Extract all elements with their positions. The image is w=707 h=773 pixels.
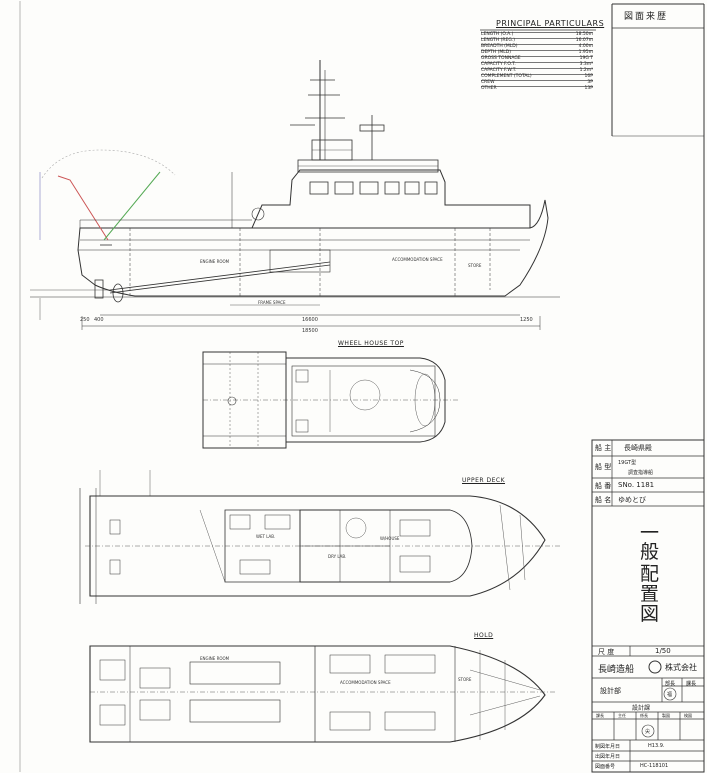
name-value: ゆめとび bbox=[618, 496, 646, 504]
particulars-value: 3.3m³ bbox=[579, 62, 593, 67]
upper-deck-view bbox=[79, 470, 560, 604]
section-role-2: 主任 bbox=[618, 713, 626, 718]
particulars-value: 13P bbox=[584, 86, 593, 91]
label-hold-store: STORE bbox=[458, 677, 472, 682]
principal-particulars-title: PRINCIPAL PARTICULARS bbox=[496, 19, 605, 28]
particulars-label: BREADTH (MLD) bbox=[481, 44, 518, 49]
drawing-no: HC-118101 bbox=[640, 763, 669, 769]
particulars-value: 4.00m bbox=[578, 44, 593, 49]
section-role-3: 係長 bbox=[640, 713, 648, 718]
particulars-row: BREADTH (MLD) 4.00m bbox=[481, 44, 593, 49]
particulars-label: COMPLEMENT (TOTAL) bbox=[481, 74, 532, 79]
drawing-title-char-2: 般 bbox=[640, 541, 660, 563]
dept-role-2: 課長 bbox=[686, 681, 697, 687]
particulars-label: LENGTH (REG.) bbox=[481, 38, 516, 43]
drawing-title-char-3: 配 bbox=[640, 563, 660, 585]
dept-role-1: 部長 bbox=[665, 681, 676, 687]
section-role-4: 製図 bbox=[662, 713, 670, 718]
type-label: 船 型 bbox=[595, 463, 612, 471]
scale-value: 1/50 bbox=[655, 647, 671, 655]
particulars-row: LENGTH (O.A.) 18.50m bbox=[481, 32, 593, 37]
particulars-value: 18.50m bbox=[575, 32, 593, 37]
particulars-value: 16.07m bbox=[575, 38, 593, 43]
section-role-5: 検図 bbox=[684, 713, 692, 718]
scale-label: 尺 度 bbox=[598, 648, 615, 656]
type-value-2: 調査指導船 bbox=[628, 470, 654, 476]
dept-stamp: 福 bbox=[667, 692, 673, 698]
label-hold-engine-room: ENGINE ROOM bbox=[200, 656, 230, 661]
type-value-1: 19GT型 bbox=[618, 460, 637, 466]
particulars-value: 3P bbox=[587, 80, 593, 85]
dim-reg: 16600 bbox=[302, 317, 318, 323]
title-block bbox=[591, 439, 705, 773]
date-value: H13.9. bbox=[648, 743, 665, 749]
issue-date-label: 出図年月日 bbox=[595, 754, 621, 760]
label-dry-lab: DRY LAB. bbox=[328, 554, 347, 559]
section-stamp: 尖 bbox=[645, 729, 651, 735]
dim-fwd: 1250 bbox=[520, 317, 533, 323]
particulars-value: 1.95m bbox=[578, 50, 593, 55]
particulars-row: OTHER 13P bbox=[481, 86, 593, 91]
dim-aft2: 250 bbox=[80, 317, 90, 323]
particulars-row: DEPTH (MLD) 1.95m bbox=[481, 50, 593, 55]
dept-name: 設計部 bbox=[600, 687, 621, 695]
label-hold-accommodation: ACCOMMODATION SPACE bbox=[340, 680, 391, 685]
particulars-value: 19G T bbox=[579, 56, 593, 61]
drawing-title-char-1: 一 bbox=[640, 522, 660, 544]
label-w-house: W/HOUSE bbox=[380, 536, 400, 541]
number-label: 船 番 bbox=[595, 482, 612, 490]
particulars-row: CAPACITY F.O.T. 3.3m³ bbox=[481, 62, 593, 67]
particulars-label: LENGTH (O.A.) bbox=[481, 32, 514, 37]
particulars-row: CAPACITY F.W.T. 1.2m³ bbox=[481, 68, 593, 73]
particulars-label: CREW bbox=[481, 80, 495, 85]
owner-value: 長崎県殿 bbox=[624, 444, 652, 452]
dim-overall: 18500 bbox=[302, 328, 318, 334]
label-wet-lab: WET LAB. bbox=[256, 534, 276, 539]
drawing-title-char-4: 置 bbox=[640, 583, 660, 605]
drawing-title-char-5: 図 bbox=[640, 603, 660, 625]
particulars-value: 16P bbox=[584, 74, 593, 79]
label-store: STORE bbox=[468, 263, 482, 268]
profile-view bbox=[30, 60, 560, 330]
hold-view bbox=[89, 645, 555, 743]
revision-history-title: 図面来歴 bbox=[624, 12, 669, 22]
particulars-label: DEPTH (MLD) bbox=[481, 50, 511, 55]
particulars-label: OTHER bbox=[481, 86, 497, 91]
view-title-upper-deck: UPPER DECK bbox=[462, 477, 506, 484]
particulars-label: CAPACITY F.W.T. bbox=[481, 68, 517, 73]
particulars-label: GROSS TONNAGE bbox=[481, 56, 521, 61]
section-role-1: 課長 bbox=[596, 713, 604, 718]
label-engine-room: ENGINE ROOM bbox=[200, 259, 230, 264]
company-suffix: 株式会社 bbox=[665, 663, 697, 672]
particulars-row: GROSS TONNAGE 19G T bbox=[481, 56, 593, 61]
name-label: 船 名 bbox=[595, 496, 612, 504]
label-accommodation-space: ACCOMMODATION SPACE bbox=[392, 257, 443, 262]
company-name: 長崎造船 bbox=[598, 665, 635, 675]
view-title-hold: HOLD bbox=[474, 632, 494, 639]
particulars-row: LENGTH (REG.) 16.07m bbox=[481, 38, 593, 43]
drawing-no-label: 図面番号 bbox=[595, 764, 616, 770]
section-name: 設計課 bbox=[632, 705, 651, 712]
dim-aft: 400 bbox=[94, 317, 104, 323]
wheel-house-top-view bbox=[202, 351, 460, 449]
particulars-row: COMPLEMENT (TOTAL) 16P bbox=[481, 74, 593, 79]
particulars-label: CAPACITY F.O.T. bbox=[481, 62, 516, 67]
date-label: 制図年月日 bbox=[595, 744, 621, 750]
particulars-row: CREW 3P bbox=[481, 80, 593, 85]
number-value: SNo. 1181 bbox=[618, 481, 655, 489]
view-title-wheel-house-top: WHEEL HOUSE TOP bbox=[338, 340, 404, 347]
owner-label: 船 主 bbox=[595, 444, 612, 452]
label-frame-space: FRAME SPACE bbox=[258, 300, 286, 305]
particulars-value: 1.2m³ bbox=[579, 68, 593, 73]
